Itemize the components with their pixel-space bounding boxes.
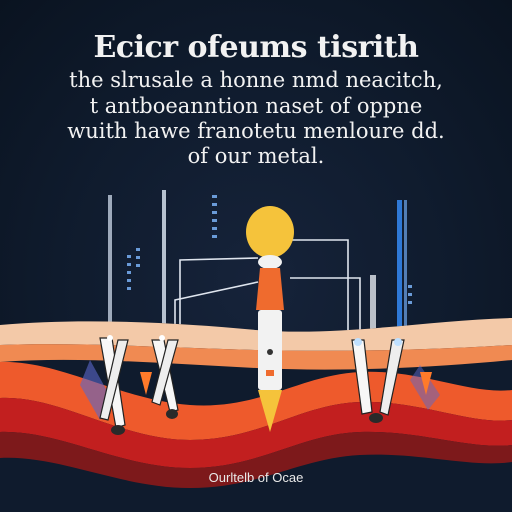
connector-left-upper (179, 257, 259, 340)
pore-2 (394, 338, 402, 346)
dermis-layer (0, 344, 512, 370)
dash (127, 271, 131, 274)
dash (212, 227, 217, 230)
dash (127, 263, 131, 266)
headline: Ecicr ofeums tisrith (93, 30, 419, 65)
subtitle-line-3: wuith hawe franotetu menloure dd. (67, 119, 445, 143)
implant-band (266, 370, 274, 376)
pore-3 (107, 335, 113, 341)
dash (212, 219, 217, 222)
pore-4 (159, 335, 165, 341)
subtitle-line-1: the slrusale a honne nmd neacitch, (69, 68, 443, 92)
subtitle-line-4: of our metal. (187, 144, 325, 168)
follicle-2 (99, 339, 129, 421)
dash (127, 255, 131, 258)
skin-layer (0, 318, 512, 351)
dash-markers (127, 195, 412, 304)
dash (136, 264, 140, 267)
rod-right-short (370, 275, 376, 335)
follicle-bulb-1 (111, 425, 125, 435)
dash (136, 256, 140, 259)
rod-left-2 (162, 190, 166, 345)
tissue-layers (0, 318, 512, 512)
flame-right (420, 372, 432, 395)
dash (212, 235, 217, 238)
muscle-band-deep (0, 397, 512, 468)
dash (212, 195, 217, 198)
rod-right-blue-2 (404, 200, 407, 330)
rod-right-blue (397, 200, 402, 340)
implant-collar (256, 268, 284, 310)
muscle-band-shadow (0, 431, 512, 488)
connector-right-upper (288, 239, 349, 340)
follicle-bulb-2 (166, 409, 178, 419)
connector-right-lower (290, 277, 361, 340)
follicle-4 (151, 339, 179, 406)
muscle-band-upper (0, 361, 512, 440)
pore-1 (354, 338, 362, 346)
implant-neck (258, 255, 282, 269)
subtitle-line-2: t antboeanntion naset of oppne (89, 94, 423, 118)
follicles (99, 335, 432, 435)
rod-left-1 (108, 195, 112, 345)
dash (408, 301, 412, 304)
dash (212, 211, 217, 214)
follicle-bulb-3 (369, 413, 383, 423)
implant-dot (267, 349, 273, 355)
dash (408, 285, 412, 288)
implant-tip (258, 390, 282, 432)
dash (127, 279, 131, 282)
dash (127, 287, 131, 290)
dash (212, 203, 217, 206)
flame-left (140, 372, 152, 395)
vertical-rods (108, 190, 407, 345)
central-implant (246, 206, 294, 432)
bottom-caption: Ourltelb of Ocaе (208, 470, 304, 485)
dash (136, 248, 140, 251)
dash (408, 293, 412, 296)
implant-head (246, 206, 294, 258)
